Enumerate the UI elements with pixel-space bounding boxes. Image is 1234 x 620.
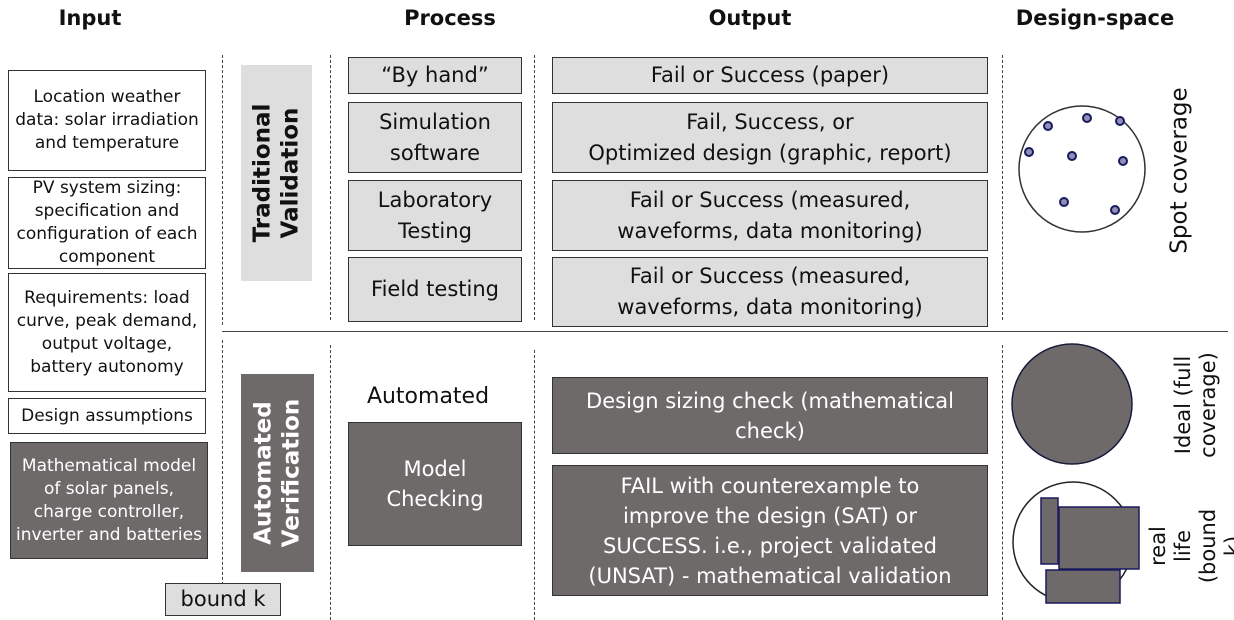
automated-verification-bar: Automated Verification — [241, 374, 314, 572]
input-design-assumptions: Design assumptions — [8, 398, 206, 434]
bounded-region — [1040, 497, 1059, 565]
full-coverage-circle-icon — [1011, 343, 1133, 465]
spot-dot — [1115, 116, 1125, 126]
bounded-coverage-circle-icon — [1012, 481, 1140, 604]
output-design-sizing-check: Design sizing check (mathematical check) — [552, 377, 988, 454]
process-by-hand: “By hand” — [348, 57, 522, 94]
output-model-checking-result: FAIL with counterexample to improve the … — [552, 465, 988, 596]
header-process: Process — [404, 6, 496, 30]
header-output: Output — [708, 6, 792, 30]
ideal-label: Ideal (full coverage) — [1171, 352, 1220, 458]
spot-coverage-label: Spot coverage — [1166, 86, 1193, 254]
real-life-label: real life (bound k) — [1146, 508, 1234, 583]
divider-output-lower — [534, 350, 535, 620]
header-design-space: Design-space — [1015, 6, 1175, 30]
ideal-label-wrap: Ideal (full coverage) — [1166, 340, 1226, 470]
traditional-validation-label: Traditional Validation — [249, 103, 304, 243]
input-pv-sizing: PV system sizing: specification and conf… — [8, 177, 206, 269]
automated-verification-label: Automated Verification — [250, 398, 305, 548]
real-label-wrap: real life (bound k) — [1146, 478, 1234, 613]
divider-design-lower — [1002, 345, 1003, 620]
output-laboratory: Fail or Success (measured, waveforms, da… — [552, 180, 988, 251]
header-input: Input — [58, 6, 122, 30]
divider-output — [534, 55, 535, 320]
input-weather-data: Location weather data: solar irradiation… — [8, 70, 206, 171]
spot-coverage-label-wrap: Spot coverage — [1160, 87, 1200, 253]
section-separator — [222, 331, 1228, 332]
input-requirements: Requirements: load curve, peak demand, o… — [8, 273, 206, 392]
input-math-model: Mathematical model of solar panels, char… — [10, 442, 208, 559]
process-laboratory-testing: Laboratory Testing — [348, 180, 522, 251]
spot-dot — [1024, 147, 1034, 157]
spot-dot — [1110, 205, 1120, 215]
output-simulation: Fail, Success, or Optimized design (grap… — [552, 102, 988, 173]
bounded-region — [1045, 569, 1121, 604]
automated-caption: Automated — [366, 384, 490, 409]
divider-input-left — [222, 55, 223, 325]
spot-dot — [1082, 113, 1092, 123]
divider-process-lower — [330, 345, 331, 620]
spot-dot — [1067, 151, 1077, 161]
spot-coverage-circle-icon — [1018, 105, 1146, 233]
process-model-checking: Model Checking — [348, 422, 522, 546]
bounded-region — [1058, 506, 1140, 570]
divider-design — [1002, 55, 1003, 320]
output-by-hand: Fail or Success (paper) — [552, 57, 988, 94]
traditional-validation-bar: Traditional Validation — [241, 65, 312, 281]
spot-dot — [1043, 121, 1053, 131]
spot-dot — [1059, 197, 1069, 207]
divider-process — [330, 55, 331, 320]
process-field-testing: Field testing — [348, 257, 522, 322]
spot-dot — [1118, 156, 1128, 166]
divider-input-left-lower — [222, 340, 223, 595]
bound-k-label: bound k — [165, 583, 281, 616]
output-field: Fail or Success (measured, waveforms, da… — [552, 257, 988, 327]
process-simulation-software: Simulation software — [348, 102, 522, 173]
